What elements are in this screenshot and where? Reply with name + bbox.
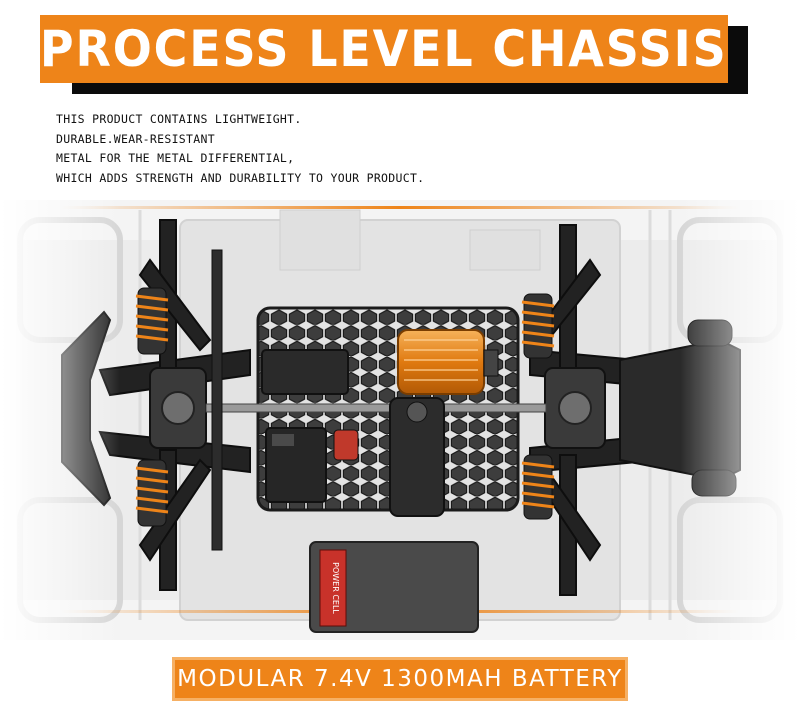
battery-spec-banner: MODULAR 7.4V 1300MAH BATTERY: [172, 657, 628, 701]
battery-pack: POWER CELL: [309, 541, 479, 633]
description-line: DURABLE.WEAR-RESISTANT: [56, 131, 215, 146]
page-title: PROCESS LEVEL CHASSIS: [40, 20, 728, 78]
battery-brand-text: POWER CELL: [331, 562, 340, 614]
rear-left-shock: [521, 293, 555, 359]
motor: [397, 329, 499, 395]
front-left-shock: [135, 287, 169, 355]
description-line: THIS PRODUCT CONTAINS LIGHTWEIGHT.: [56, 112, 302, 126]
product-description: THIS PRODUCT CONTAINS LIGHTWEIGHT. DURAB…: [56, 110, 556, 188]
title-banner: PROCESS LEVEL CHASSIS: [40, 15, 728, 83]
front-right-shock: [135, 459, 169, 527]
chassis-illustration: POWER CELL: [0, 200, 800, 640]
description-line: WHICH ADDS STRENGTH AND DURABILITY TO YO…: [56, 170, 425, 185]
chassis-drawing: POWER CELL: [0, 200, 800, 640]
battery-spec-label: MODULAR 7.4V 1300MAH BATTERY: [177, 666, 623, 692]
rear-right-shock: [521, 454, 555, 520]
description-line: METAL FOR THE METAL DIFFERENTIAL,: [56, 151, 295, 165]
